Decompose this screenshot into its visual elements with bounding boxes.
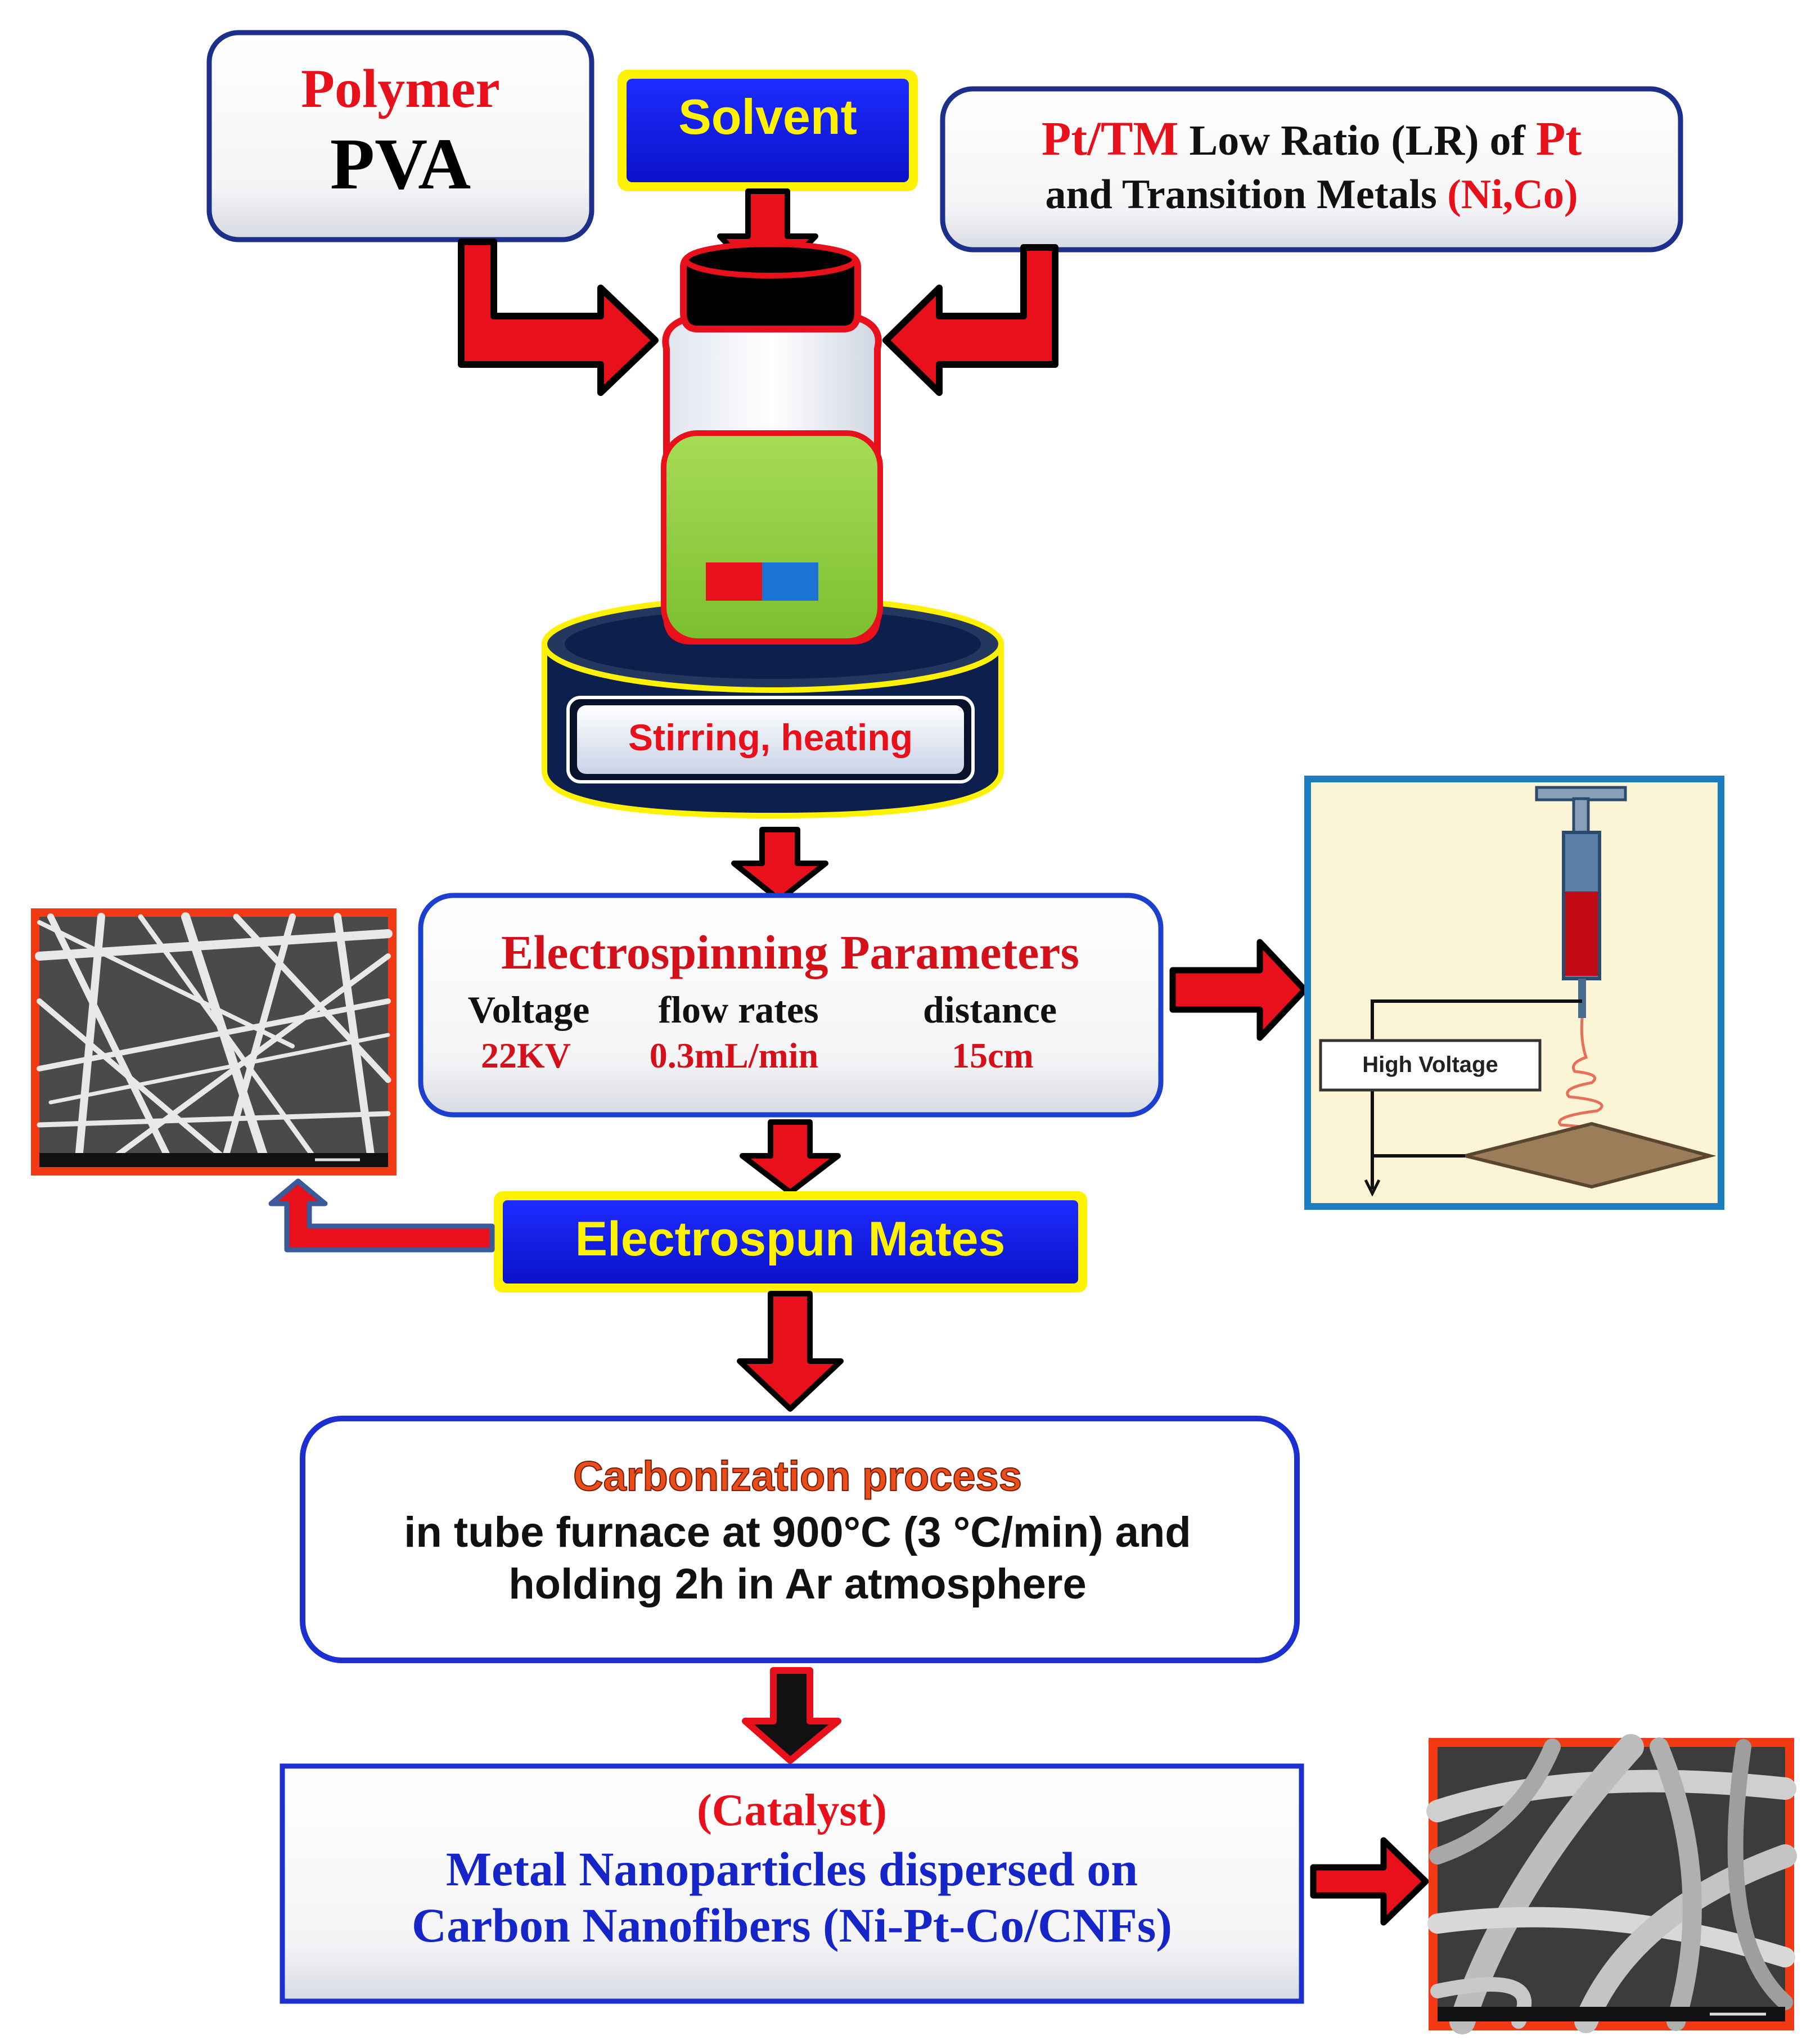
mates-box: Electrospun Mates xyxy=(494,1191,1087,1293)
catalyst-line-1: Metal Nanoparticles dispersed on xyxy=(446,1842,1138,1896)
param-name-distance: distance xyxy=(923,988,1057,1031)
catalyst-box: (Catalyst) Metal Nanoparticles dispersed… xyxy=(280,1763,1304,2004)
stirring-label: Stirring, heating xyxy=(628,717,913,758)
electrospinning-box: Electrospinning Parameters Voltage flow … xyxy=(418,893,1164,1118)
ground-arrow-icon xyxy=(1364,1179,1381,1197)
mates-label: Electrospun Mates xyxy=(575,1212,1006,1266)
metals-line-1: Pt/TM Low Ratio (LR) of Pt xyxy=(1042,111,1582,165)
param-value-distance: 15cm xyxy=(952,1035,1034,1075)
metals-box: Pt/TM Low Ratio (LR) of Pt and Transitio… xyxy=(940,86,1683,253)
arrow-mates-to-carbonization xyxy=(737,1291,844,1412)
solvent-label: Solvent xyxy=(678,89,857,145)
param-name-voltage: Voltage xyxy=(468,988,590,1031)
polymer-label: Polymer xyxy=(301,58,500,119)
carbonization-box: Carbonization process in tube furnace at… xyxy=(300,1416,1300,1663)
catalyst-line-2: Carbon Nanofibers (Ni-Pt-Co/CNFs) xyxy=(412,1898,1172,1952)
sem-image-catalyst xyxy=(1426,1734,1797,2034)
arrow-carbonization-to-catalyst xyxy=(742,1667,841,1764)
carbonization-line-1: in tube furnace at 900°C (3 °C/min) and xyxy=(404,1508,1191,1556)
reagent-jar xyxy=(661,241,883,645)
param-value-flow: 0.3mL/min xyxy=(650,1035,818,1075)
carbonization-title: Carbonization process xyxy=(573,1453,1022,1499)
arrow-polymer-to-jar xyxy=(458,238,659,396)
arrow-params-to-mates xyxy=(740,1119,841,1195)
carbonization-line-2: holding 2h in Ar atmosphere xyxy=(508,1560,1086,1608)
arrow-mates-to-sem1 xyxy=(268,1178,495,1253)
stir-bar-blue xyxy=(762,562,818,601)
polymer-box: Polymer PVA xyxy=(206,30,594,242)
collector-plate-icon xyxy=(1465,1122,1717,1189)
arrow-params-to-setup xyxy=(1169,939,1308,1041)
electrospinning-setup-illustration: High Voltage xyxy=(1304,776,1724,1210)
arrow-metals-to-jar xyxy=(882,244,1058,396)
electrospinning-title: Electrospinning Parameters xyxy=(501,925,1079,979)
polymer-name: PVA xyxy=(330,124,471,205)
solvent-box: Solvent xyxy=(618,70,918,191)
arrow-catalyst-to-sem2 xyxy=(1310,1837,1429,1926)
arrow-stirrer-to-params xyxy=(731,827,828,903)
catalyst-title: (Catalyst) xyxy=(697,1786,887,1835)
stir-bar-red xyxy=(706,562,762,601)
param-value-voltage: 22KV xyxy=(481,1035,571,1075)
param-name-flow: flow rates xyxy=(658,988,818,1031)
high-voltage-label: High Voltage xyxy=(1362,1052,1498,1077)
sem-image-nanofibers xyxy=(31,908,397,1176)
metals-line-2: and Transition Metals (Ni,Co) xyxy=(1046,172,1578,218)
